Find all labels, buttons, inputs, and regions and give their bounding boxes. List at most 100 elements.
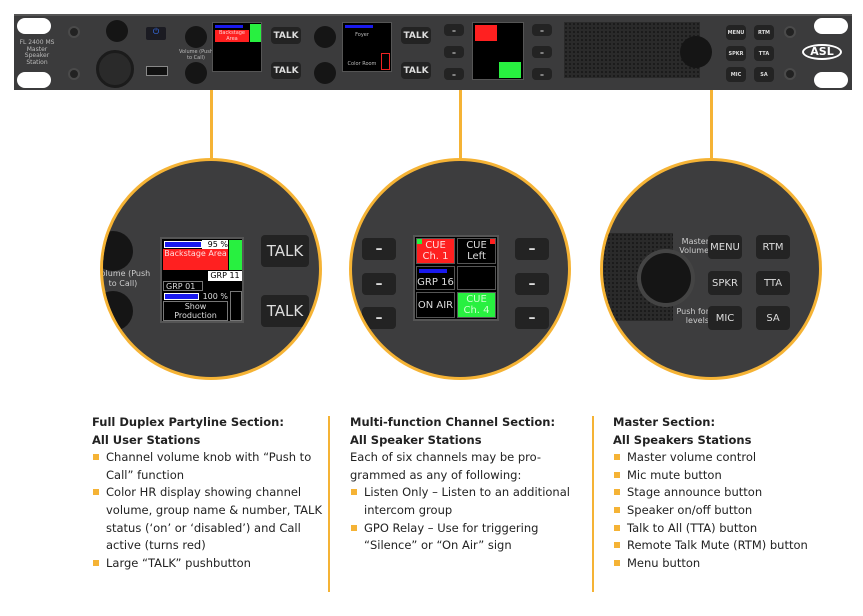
talk-button[interactable]: TALK xyxy=(261,235,309,267)
channel-cue-ch4[interactable]: CUE Ch. 4 xyxy=(457,292,496,318)
talk-button[interactable]: TALK xyxy=(261,295,309,327)
power-button[interactable]: ⏻ xyxy=(146,27,166,40)
group-name: Foyer xyxy=(355,32,369,38)
bullet-item: Listen Only – Listen to an additional in… xyxy=(350,484,575,519)
menu-button[interactable]: MENU xyxy=(708,235,742,259)
function-button[interactable]: – xyxy=(362,307,396,329)
divider xyxy=(328,416,330,592)
section-intro: Each of six channels may be pro-grammed … xyxy=(350,450,542,482)
function-button[interactable]: – xyxy=(515,307,549,329)
volume-knob[interactable] xyxy=(103,231,133,271)
channel-grp16[interactable]: GRP 16 xyxy=(416,266,455,290)
tta-button[interactable]: TTA xyxy=(754,46,774,61)
talk-status xyxy=(250,24,261,42)
channel-display-1: Backstage Area xyxy=(212,22,262,72)
model-name: FL 2400 MS xyxy=(19,39,55,46)
bullet-item: Color HR display showing channel volume,… xyxy=(92,484,322,554)
volume-knob-3[interactable] xyxy=(314,26,336,48)
partyline-zoom: Volume (Push to Call) 95 % Backstage Are… xyxy=(100,158,322,380)
bullet-item: Speaker on/off button xyxy=(613,502,853,520)
talk-button-1[interactable]: TALK xyxy=(271,27,301,44)
rack-slot xyxy=(17,18,51,34)
function-button[interactable]: – xyxy=(532,24,552,36)
multifunction-section: Multi-function Channel Section: All Spea… xyxy=(350,414,575,555)
mic-button[interactable]: MIC xyxy=(726,67,746,82)
rack-slot xyxy=(814,18,848,34)
section-subtitle: All Speakers Stations xyxy=(613,432,752,447)
function-button[interactable]: – xyxy=(515,238,549,260)
tta-button[interactable]: TTA xyxy=(756,271,790,295)
multifunction-display xyxy=(472,22,524,80)
function-button[interactable]: – xyxy=(444,24,464,36)
bullet-item: Talk to All (TTA) button xyxy=(613,520,853,538)
callout-line xyxy=(710,90,713,162)
callout-line xyxy=(459,90,462,162)
channel-cue-ch1[interactable]: CUE Ch. 1 xyxy=(416,238,455,264)
bullet-item: Master volume control xyxy=(613,449,853,467)
section-title: Master Section: xyxy=(613,415,716,429)
talk-button-2[interactable]: TALK xyxy=(271,62,301,79)
callout-line xyxy=(210,90,213,162)
screw-icon xyxy=(68,26,80,38)
function-button[interactable]: – xyxy=(444,68,464,80)
bullet-item: Channel volume knob with “Push to Call” … xyxy=(92,449,322,484)
rack-slot xyxy=(17,72,51,88)
section-subtitle: All Speaker Stations xyxy=(350,432,482,447)
channel-on-air[interactable]: ON AIR xyxy=(416,292,455,318)
channel-display-2: Foyer Color Room xyxy=(342,22,392,72)
mic-button[interactable]: MIC xyxy=(708,306,742,330)
channel-display: 95 % Backstage Area GRP 11 GRP 01 100 % … xyxy=(160,237,244,323)
volume-percent: 100 % xyxy=(202,292,228,301)
volume-knob-2[interactable] xyxy=(185,62,207,84)
bullet-item: Remote Talk Mute (RTM) button xyxy=(613,537,853,555)
screw-icon xyxy=(68,68,80,80)
talk-status-indicator xyxy=(230,291,242,321)
volume-knob-4[interactable] xyxy=(314,62,336,84)
bullet-item: Menu button xyxy=(613,555,853,573)
channel-cue-left[interactable]: CUE Left xyxy=(457,238,496,264)
group-name: Backstage Area xyxy=(215,30,249,42)
bullet-item: Stage announce button xyxy=(613,484,853,502)
section-subtitle: All User Stations xyxy=(92,432,201,447)
group-name: Show Production xyxy=(163,301,228,321)
rtm-button[interactable]: RTM xyxy=(754,25,774,40)
volume-label: Volume (Push to Call) xyxy=(100,269,151,288)
multifunction-zoom: – – – CUE Ch. 1 CUE Left GRP 16 ON AIR C… xyxy=(349,158,571,380)
sa-button[interactable]: SA xyxy=(754,67,774,82)
spkr-button[interactable]: SPKR xyxy=(726,46,746,61)
function-button[interactable]: – xyxy=(532,46,552,58)
xlr-mic-connector[interactable] xyxy=(96,50,134,88)
group-name: Color Room xyxy=(347,61,377,67)
talk-button-3[interactable]: TALK xyxy=(401,27,431,44)
bullet-item: GPO Relay – Use for triggering “Silence”… xyxy=(350,520,575,555)
bullet-item: Large “TALK” pushbutton xyxy=(92,555,322,573)
multifunction-display: CUE Ch. 1 CUE Left GRP 16 ON AIR CUE Ch.… xyxy=(413,235,499,321)
spkr-button[interactable]: SPKR xyxy=(708,271,742,295)
speaker-grill xyxy=(564,22,700,78)
divider xyxy=(592,416,594,592)
menu-button[interactable]: MENU xyxy=(726,25,746,40)
headset-jack[interactable] xyxy=(106,20,128,42)
function-button[interactable]: – xyxy=(515,273,549,295)
group-number: GRP 11 xyxy=(208,271,242,281)
talk-button-4[interactable]: TALK xyxy=(401,62,431,79)
function-button[interactable]: – xyxy=(362,273,396,295)
function-button[interactable]: – xyxy=(362,238,396,260)
volume-knob[interactable] xyxy=(103,291,133,331)
master-volume-knob[interactable] xyxy=(680,36,712,68)
function-button[interactable]: – xyxy=(444,46,464,58)
bullet-item: Mic mute button xyxy=(613,467,853,485)
master-volume-label: Master Volume xyxy=(679,237,709,255)
push-levels-label: Push for levels xyxy=(676,307,709,325)
master-volume-knob[interactable] xyxy=(641,253,691,303)
rtm-button[interactable]: RTM xyxy=(756,235,790,259)
function-button[interactable]: – xyxy=(532,68,552,80)
sa-button[interactable]: SA xyxy=(756,306,790,330)
volume-percent: 95 % xyxy=(202,240,228,249)
usb-port[interactable] xyxy=(146,66,168,76)
channel-empty[interactable] xyxy=(457,266,496,290)
section-title: Multi-function Channel Section: xyxy=(350,415,556,429)
volume-knob-1[interactable] xyxy=(185,26,207,48)
screw-icon xyxy=(784,68,796,80)
